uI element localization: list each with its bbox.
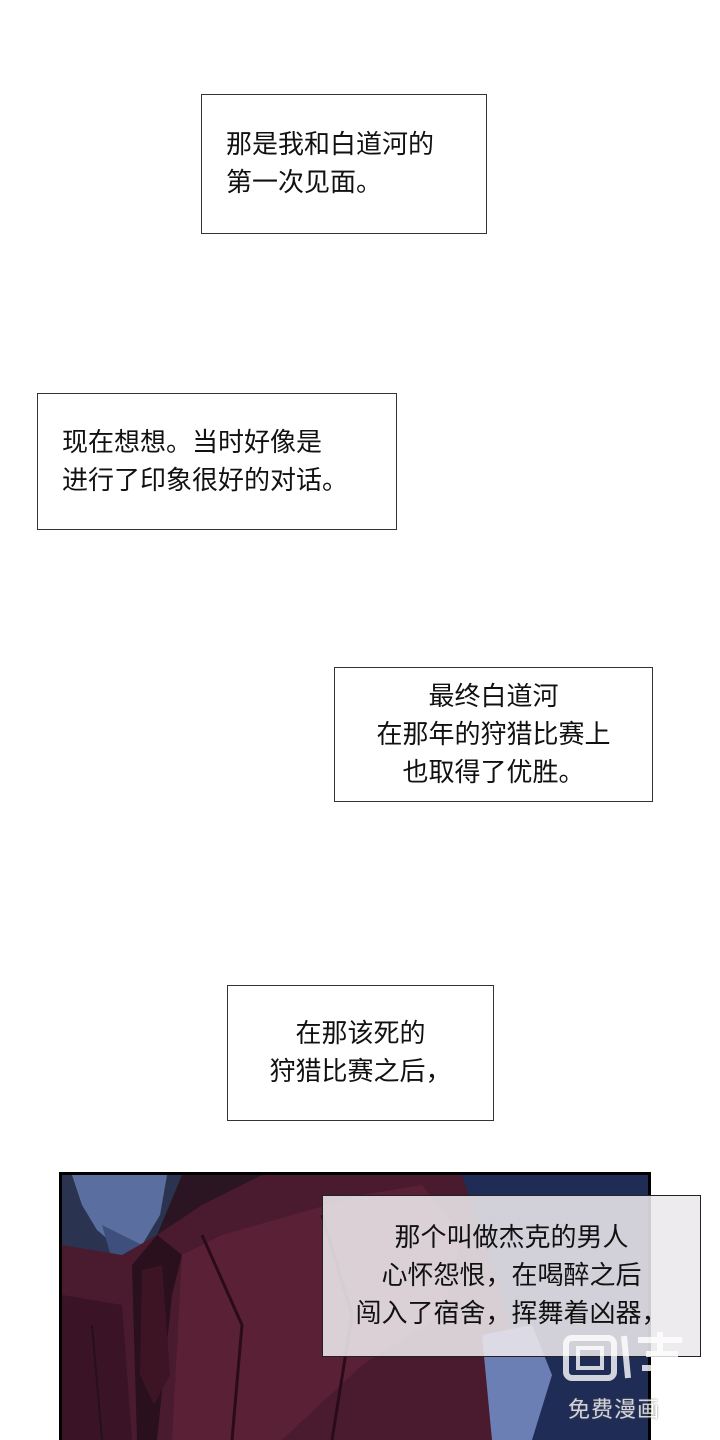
narration-line: 心怀怨恨，在喝醉之后 — [381, 1261, 642, 1291]
narration-line: 现在想想。当时好像是 — [62, 427, 323, 458]
narration-box-4: 在那该死的 狩猎比赛之后， — [227, 985, 494, 1121]
narration-line: 第一次见面。 — [226, 168, 383, 198]
narration-line: 在那年的狩猎比赛上 — [376, 719, 611, 750]
narration-box-5: 那个叫做杰克的男人 心怀怨恨，在喝醉之后 闯入了宿舍，挥舞着凶器， — [322, 1195, 701, 1357]
narration-box-1: 那是我和白道河的 第一次见面。 — [201, 94, 487, 234]
narration-line: 那是我和白道河的 — [226, 130, 435, 160]
narration-line: 在那该死的 — [295, 1019, 426, 1049]
narration-line: 闯入了宿舍，挥舞着凶器， — [355, 1299, 668, 1329]
narration-box-3: 最终白道河 在那年的狩猎比赛上 也取得了优胜。 — [334, 667, 653, 802]
watermark-subtitle: 免费漫画 — [568, 1398, 661, 1423]
narration-line: 也取得了优胜。 — [402, 757, 585, 788]
narration-box-2: 现在想想。当时好像是 进行了印象很好的对话。 — [37, 393, 397, 530]
narration-line: 进行了印象很好的对话。 — [62, 465, 349, 496]
narration-line: 最终白道河 — [428, 681, 559, 712]
narration-line: 那个叫做杰克的男人 — [394, 1223, 629, 1253]
watermark: 免费漫画 — [562, 1328, 692, 1428]
watermark-logo — [563, 1332, 682, 1381]
narration-line: 狩猎比赛之后， — [269, 1057, 452, 1087]
